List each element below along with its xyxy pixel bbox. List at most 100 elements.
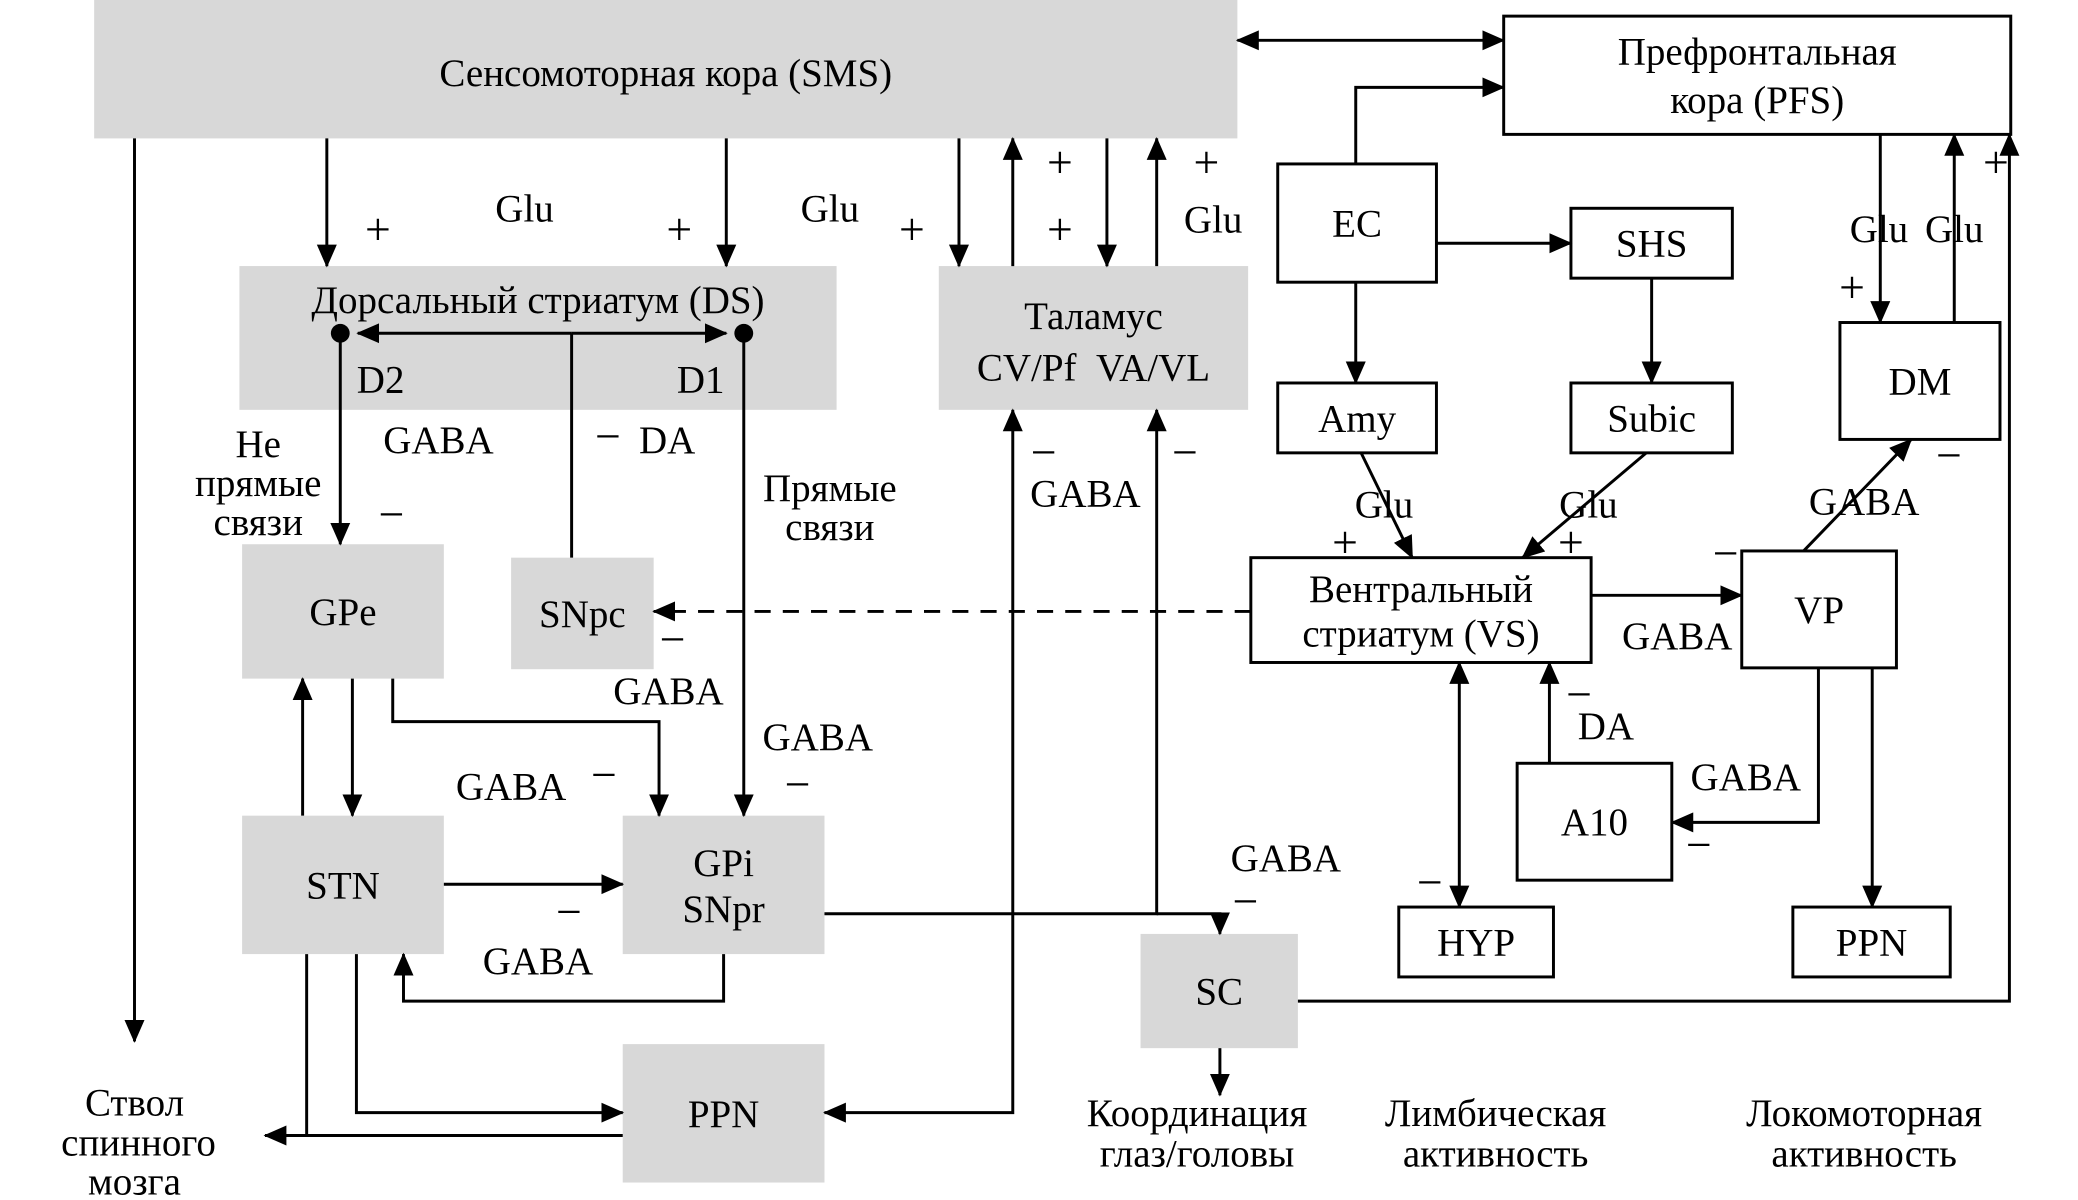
node-ppn-left-box: [622, 1044, 825, 1183]
label-minus: −: [591, 749, 617, 800]
label-gaba: GABA: [456, 766, 566, 809]
label-gaba: GABA: [613, 670, 723, 713]
label-limbic-line1: Лимбическая: [1385, 1092, 1607, 1135]
node-thalamus-label: CV/Pf VA/VL: [977, 346, 1210, 389]
label-brainstem-line3: мозга: [88, 1161, 181, 1200]
label-plus: +: [365, 204, 391, 255]
label-minus: −: [378, 488, 404, 539]
label-direct-line1: Прямые: [763, 467, 897, 510]
node-a10-box: [1515, 761, 1674, 882]
label-gaba: GABA: [1231, 837, 1341, 880]
label-glu: Glu: [1559, 483, 1617, 526]
label-indirect-line3: связи: [214, 501, 303, 544]
node-sc-box: [1140, 933, 1298, 1049]
label-gaba: GABA: [1622, 615, 1732, 658]
label-minus: −: [556, 886, 582, 937]
node-gpe-box: [242, 544, 444, 679]
label-gaba: GABA: [383, 419, 493, 462]
label-minus: −: [1936, 429, 1962, 480]
label-plus: +: [1047, 204, 1073, 255]
node-subic-label: Subic: [1607, 397, 1696, 440]
node-shs-label: SHS: [1616, 223, 1688, 266]
label-minus: −: [1031, 427, 1057, 478]
label-da: DA: [639, 419, 695, 462]
label-minus: −: [1172, 427, 1198, 478]
label-glu: Glu: [1925, 208, 1983, 251]
node-sensorimotor-cortex-sms-box: [94, 0, 1238, 139]
label-plus: +: [1839, 261, 1865, 312]
node-shs-box: [1569, 206, 1734, 280]
node-ppn-left-label: PPN: [688, 1093, 760, 1136]
label-minus: −: [1417, 857, 1443, 908]
node-ventral-striatum-vs-box: [1249, 556, 1593, 664]
label-glu: Glu: [801, 188, 859, 231]
label-minus: −: [660, 613, 686, 664]
label-brainstem-line1: Ствол: [85, 1081, 184, 1124]
node-snpc-box: [511, 557, 654, 670]
label-da: DA: [1578, 705, 1634, 748]
label-glu: Glu: [1355, 483, 1413, 526]
edge-ec-pfs: [1354, 77, 1506, 164]
label-locomotor-line1: Локомоторная: [1746, 1092, 1982, 1135]
node-vp-label: VP: [1794, 589, 1844, 632]
label-minus: −: [1686, 819, 1712, 870]
label-plus: +: [1047, 136, 1073, 187]
node-amy-label: Amy: [1318, 397, 1396, 440]
edge-gpe-gpi: [391, 678, 670, 818]
edge-stn-ppn: [354, 954, 625, 1123]
edge-thalamus-ppn-bidirectional: [823, 408, 1023, 1123]
label-coordination-line2: глаз/головы: [1100, 1132, 1295, 1175]
label-gaba: GABA: [1809, 481, 1919, 524]
label-gaba: GABA: [1691, 756, 1801, 799]
label-indirect-line1: Не: [236, 423, 281, 466]
node-ppn-right-label: PPN: [1836, 921, 1908, 964]
edge-amy-vs: [1359, 452, 1414, 559]
edge-sc-pfs-loop: [1297, 132, 2020, 1003]
node-a10-label: A10: [1561, 801, 1628, 844]
label-locomotor-line2: активность: [1771, 1132, 1956, 1175]
label-glu: Glu: [1184, 198, 1242, 241]
node-ventral-striatum-vs-label: Вентральный: [1309, 568, 1533, 611]
label-minus: −: [785, 759, 811, 810]
node-ec-label: EC: [1332, 203, 1382, 246]
node-prefrontal-cortex-pfs-label: Префронтальная: [1618, 31, 1897, 74]
label-d1-receptor: D1: [677, 358, 725, 401]
label-coordination-line1: Координация: [1087, 1092, 1308, 1135]
node-hyp-label: HYP: [1437, 921, 1515, 964]
label-plus: +: [1194, 136, 1220, 187]
node-snpc-label: SNpc: [539, 593, 626, 636]
node-stn-label: STN: [306, 864, 380, 907]
label-brainstem-line2: спинного: [61, 1122, 216, 1165]
node-dm-box: [1838, 321, 2002, 441]
label-gaba: GABA: [763, 716, 873, 759]
node-hyp-box: [1397, 905, 1555, 979]
edge-subic-vs: [1521, 451, 1648, 559]
node-thalamus-label: Таламус: [1024, 295, 1163, 338]
label-plus: +: [1332, 517, 1358, 568]
node-gpi-snpr-label: GPi: [693, 842, 754, 885]
dot-d1-receptor: [734, 323, 754, 343]
label-plus: +: [1558, 517, 1584, 568]
node-prefrontal-cortex-pfs-box: [1502, 14, 2013, 136]
label-limbic-line2: активность: [1403, 1132, 1588, 1175]
label-minus: −: [1233, 875, 1259, 926]
label-plus: +: [1983, 136, 2009, 187]
node-subic-box: [1569, 381, 1734, 455]
node-thalamus-box: [938, 266, 1249, 410]
node-sc-label: SC: [1195, 970, 1243, 1013]
label-glu: Glu: [495, 188, 553, 231]
node-gpe-label: GPe: [309, 591, 376, 634]
label-glu: Glu: [1850, 208, 1908, 251]
edge-vp-dm: [1802, 438, 1913, 552]
label-plus: +: [899, 204, 925, 255]
node-prefrontal-cortex-pfs-label: кора (PFS): [1670, 79, 1844, 122]
label-plus: +: [666, 204, 692, 255]
node-vp-box: [1740, 549, 1898, 670]
node-dorsal-striatum-ds-label: Дорсальный стриатум (DS): [311, 279, 764, 322]
label-minus: −: [595, 411, 621, 462]
edge-snpr-sc: [1156, 912, 1230, 936]
label-minus: −: [1713, 527, 1739, 578]
label-indirect-line2: прямые: [195, 462, 321, 505]
